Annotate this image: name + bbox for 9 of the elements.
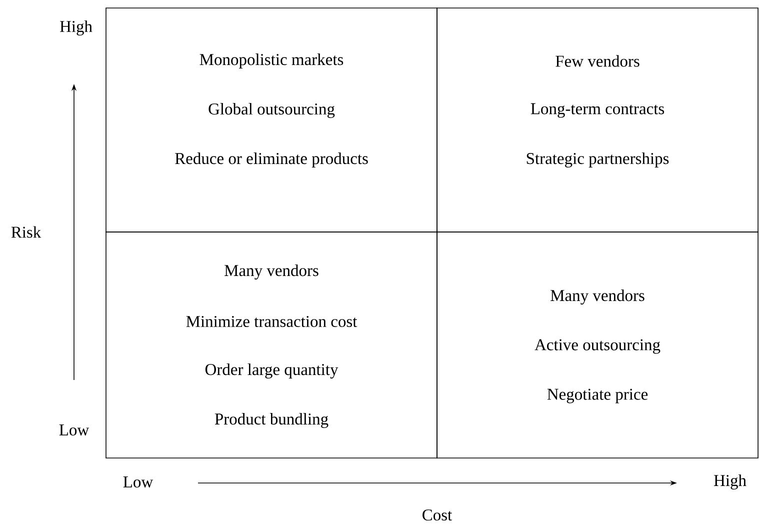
- axis-label: Low: [123, 476, 154, 488]
- quadrant-box: Many vendors Minimize transaction cost Order large quantity Product bundling: [106, 232, 438, 458]
- quadrant-box: Many vendors Active outsourcing Negotiate price: [436, 232, 758, 458]
- axis-label: Low: [59, 424, 90, 436]
- quadrant-box: Few vendors Long-term contracts Strategic partnerships: [436, 8, 758, 232]
- axis-label: Risk: [11, 226, 42, 238]
- quadrant-box: Monopolistic markets Global outsourcing Reduce or eliminate products: [106, 8, 438, 232]
- axis-label: Cost: [422, 509, 452, 521]
- axis-label: High: [714, 474, 746, 490]
